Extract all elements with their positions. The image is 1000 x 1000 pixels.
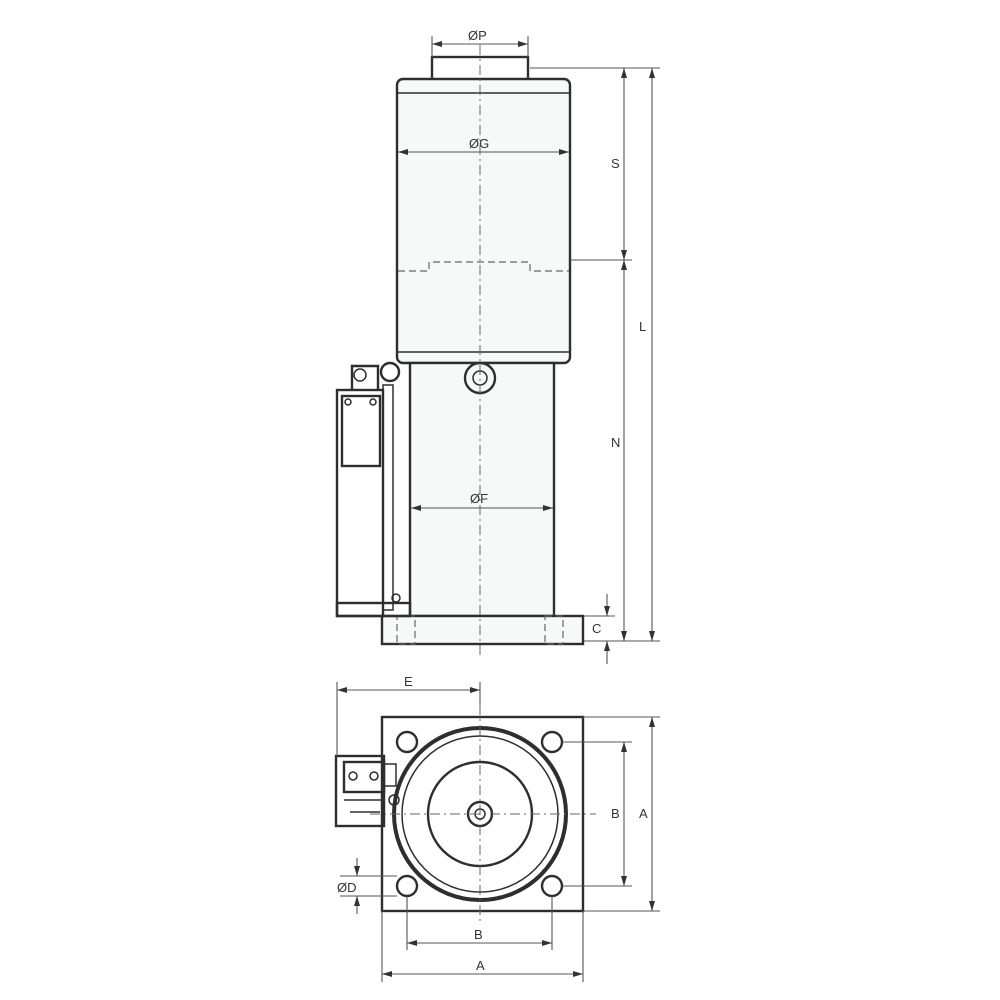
switch-rail xyxy=(382,384,394,611)
roller-lever xyxy=(350,364,380,390)
plan-switch-lever xyxy=(383,763,397,787)
plan-view: E B A ØD B A xyxy=(334,674,660,982)
label-n: N xyxy=(611,435,620,450)
label-s: S xyxy=(611,156,620,171)
reservoir-cylinder xyxy=(395,77,572,365)
label-dia-g: ØG xyxy=(469,136,489,151)
label-a-vertical: A xyxy=(639,806,648,821)
mounting-hole-top-right xyxy=(540,730,564,754)
base-plate xyxy=(380,614,585,646)
switch-bracket xyxy=(335,388,385,618)
hidden-piston-outline xyxy=(398,261,569,272)
label-b-vertical: B xyxy=(611,806,620,821)
label-l: L xyxy=(639,319,646,334)
roller-hub-icon xyxy=(353,368,367,382)
plan-base-plate xyxy=(380,715,585,913)
base-hole-right xyxy=(544,615,564,645)
plan-switch-screw2-icon xyxy=(369,771,379,781)
mounting-hole-bottom-left xyxy=(395,874,419,898)
lower-body xyxy=(408,361,556,618)
label-dia-f: ØF xyxy=(470,491,488,506)
switch-screw-icon xyxy=(391,593,401,603)
base-hole-left xyxy=(396,615,416,645)
label-c: C xyxy=(592,621,601,636)
plan-switch-screw-icon xyxy=(348,771,358,781)
switch-foot xyxy=(335,601,412,618)
plan-roller-icon xyxy=(388,794,400,806)
label-b-horizontal: B xyxy=(474,927,483,942)
elevation-view: ØP ØG ØF S N L C xyxy=(335,28,660,664)
label-a-horizontal: A xyxy=(476,958,485,973)
mounting-hole-bottom-right xyxy=(540,874,564,898)
roller-icon xyxy=(379,361,401,383)
switch-body xyxy=(340,394,382,468)
label-dia-p: ØP xyxy=(468,28,487,43)
mounting-hole-top-left xyxy=(395,730,419,754)
label-e: E xyxy=(404,674,413,689)
switch-screw-top-icon xyxy=(344,398,352,406)
switch-screw-top2-icon xyxy=(369,398,377,406)
label-dia-d: ØD xyxy=(337,880,357,895)
